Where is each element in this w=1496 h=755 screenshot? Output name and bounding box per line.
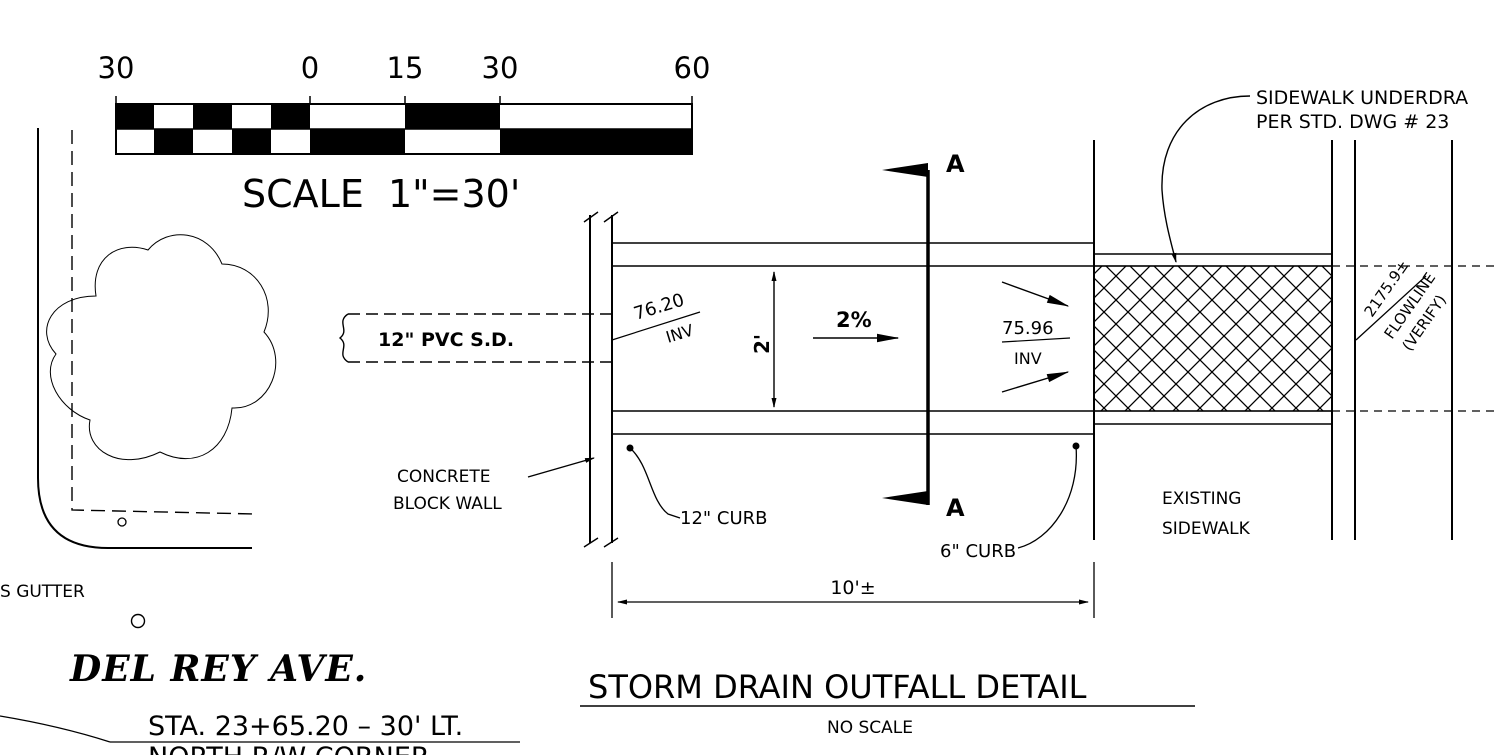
pvc-pipe — [338, 313, 612, 363]
length-dimension-label: 10'± — [830, 577, 875, 599]
length-dimension — [611, 562, 1095, 618]
scale-bar: 30 0 15 30 60 SCALE 1"=30' — [98, 51, 711, 216]
underdrain-label-line2: PER STD. DWG # 23 — [1256, 111, 1449, 133]
detail-subtitle: NO SCALE — [827, 718, 913, 738]
street-name: DEL REY AVE. — [69, 648, 367, 690]
scale-caption: SCALE 1"=30' — [242, 172, 520, 216]
scale-tick-label: 30 — [482, 51, 519, 85]
scale-tick-label: 60 — [674, 51, 711, 85]
section-mark-bottom: A — [946, 494, 965, 522]
tree-outline — [46, 234, 277, 461]
section-mark-top: A — [946, 150, 965, 178]
scale-tick-label: 0 — [301, 51, 319, 85]
station-label: STA. 23+65.20 – 30' LT. — [148, 711, 463, 742]
underdrain-label-line1: SIDEWALK UNDERDRA — [1256, 87, 1468, 109]
wall-label-line2: BLOCK WALL — [393, 494, 502, 514]
inv-left-suffix: INV — [664, 321, 696, 347]
existing-sidewalk-line2: SIDEWALK — [1162, 519, 1251, 539]
inv-right-suffix: INV — [1014, 349, 1042, 368]
detail-title: STORM DRAIN OUTFALL DETAIL — [588, 668, 1087, 706]
slope-label: 2% — [836, 308, 872, 332]
block-wall — [583, 211, 619, 548]
sidewalk-underdrain-hatch — [1093, 265, 1333, 412]
curb-6-label: 6" CURB — [940, 541, 1016, 562]
street-corner — [0, 128, 277, 743]
corner-label: NORTH R/W CORNER — [148, 742, 430, 755]
inv-right-value: 75.96 — [1002, 318, 1054, 339]
inv-left-value: 76.20 — [631, 290, 686, 325]
width-dimension: 2' — [750, 334, 774, 354]
section-cut-line — [882, 163, 930, 505]
existing-sidewalk-line1: EXISTING — [1162, 489, 1241, 509]
existing-sidewalk — [1093, 140, 1496, 540]
pipe-label: 12" PVC S.D. — [378, 329, 514, 351]
scale-tick-label: 15 — [387, 51, 424, 85]
outfall-channel — [612, 242, 1094, 435]
curb-12-label: 12" CURB — [680, 508, 768, 529]
wall-label-line1: CONCRETE — [397, 467, 491, 487]
gutter-label: S GUTTER — [0, 582, 85, 602]
scale-tick-label: 30 — [98, 51, 135, 85]
